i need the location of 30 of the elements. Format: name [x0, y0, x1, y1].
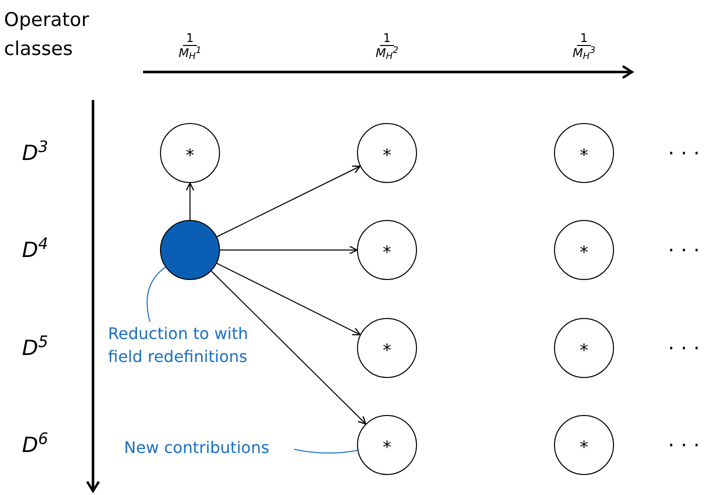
row-label: D$^{5}$ — [22, 335, 48, 361]
ellipsis: · · · — [668, 435, 700, 455]
row-label: D$^{6}$ — [22, 432, 48, 458]
arrow — [186, 182, 194, 220]
axis-title: Operator classes — [4, 8, 90, 62]
node-label: * — [580, 242, 588, 262]
node-label: * — [580, 436, 588, 456]
row-label: D$^{3}$ — [22, 140, 48, 166]
ellipsis: · · · — [668, 143, 700, 163]
annotation-text: Reduction to with field redefinitions — [108, 323, 250, 368]
leader-line — [294, 448, 358, 454]
row-label: D$^{4}$ — [22, 237, 48, 263]
arrow — [220, 246, 358, 254]
ellipsis: · · · — [668, 338, 700, 358]
arrow — [216, 166, 361, 238]
node-label: * — [382, 242, 392, 262]
node-label: * — [580, 340, 588, 360]
fraction-numerator: 1 — [380, 32, 394, 46]
arrow — [210, 270, 366, 424]
node-label: * — [186, 144, 194, 164]
fraction-numerator: 1 — [577, 32, 591, 46]
ellipsis: · · · — [668, 240, 700, 260]
node-label: * — [382, 340, 392, 360]
leader-line — [146, 266, 166, 322]
node-label: * — [382, 144, 392, 164]
fraction-numerator: 1 — [183, 32, 197, 46]
node-label: * — [382, 436, 392, 456]
arrow — [216, 262, 361, 336]
node-label: * — [580, 144, 588, 164]
annotation-text: New contributions — [124, 437, 270, 459]
